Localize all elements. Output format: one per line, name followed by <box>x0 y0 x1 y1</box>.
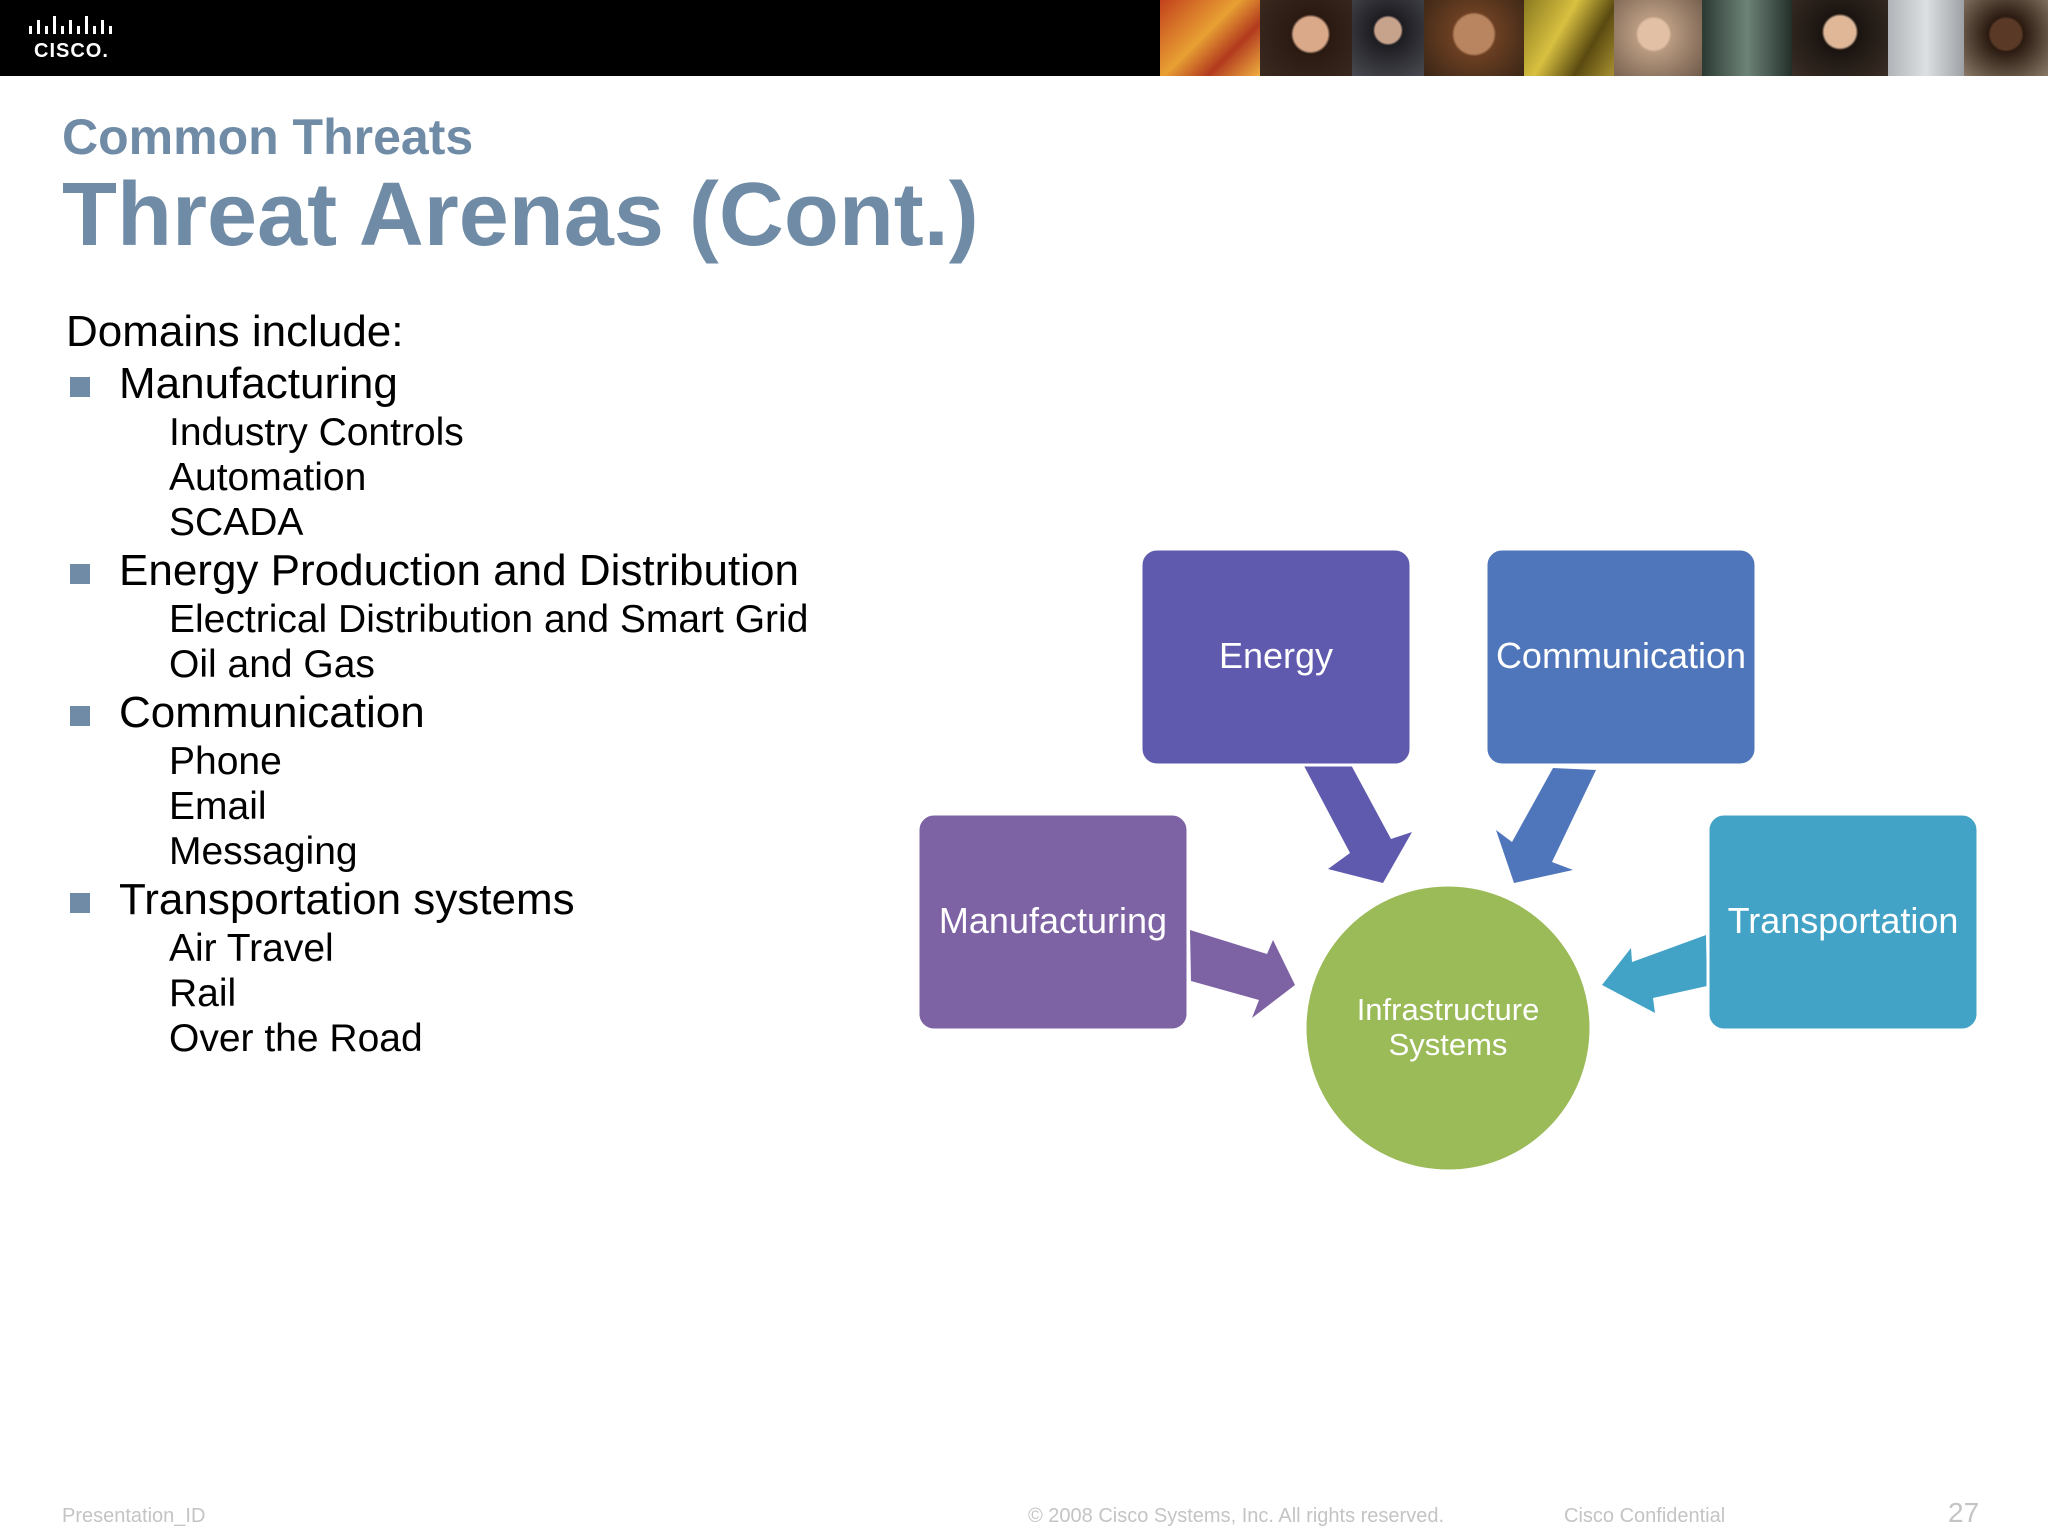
header-photo <box>1160 0 1260 76</box>
square-bullet-icon <box>70 893 90 913</box>
center-node-label-line2: Systems <box>1389 1027 1508 1062</box>
square-bullet-icon <box>70 564 90 584</box>
header-photo <box>1964 0 2048 76</box>
center-node-infrastructure <box>1303 883 1593 1173</box>
arrow-manufacturing-to-center <box>1190 930 1295 1018</box>
domain-item: Transportation systems Air Travel Rail O… <box>66 874 886 1061</box>
sub-item: Messaging <box>169 830 358 873</box>
sub-item: Email <box>169 785 267 828</box>
cisco-logo-icon <box>29 16 112 34</box>
arrow-communication-to-center <box>1496 768 1596 883</box>
sub-item: Over the Road <box>169 1017 423 1060</box>
domain-label: Manufacturing <box>66 358 886 410</box>
node-manufacturing-label: Manufacturing <box>939 900 1167 941</box>
node-manufacturing <box>916 812 1190 1032</box>
domain-item: Manufacturing Industry Controls Automati… <box>66 358 886 545</box>
sub-item: Electrical Distribution and Smart Grid <box>169 598 809 641</box>
footer-copyright: © 2008 Cisco Systems, Inc. All rights re… <box>1028 1505 1445 1527</box>
domain-list: Domains include: Manufacturing Industry … <box>66 306 886 1061</box>
sub-item: Industry Controls <box>169 411 464 454</box>
header-photo <box>1614 0 1702 76</box>
header-photo <box>1888 0 1964 76</box>
domain-item: Energy Production and Distribution Elect… <box>66 545 886 687</box>
header-photo <box>1424 0 1524 76</box>
node-transportation <box>1706 812 1980 1032</box>
header-photo <box>1352 0 1424 76</box>
domain-label-text: Communication <box>119 688 425 737</box>
cisco-logo-text: CISCO. <box>34 40 109 62</box>
domain-item: Communication Phone Email Messaging <box>66 687 886 874</box>
sub-item: Oil and Gas <box>169 643 375 686</box>
sub-item: Air Travel <box>169 927 334 970</box>
domain-label: Energy Production and Distribution <box>66 545 886 597</box>
node-communication-label: Communication <box>1496 635 1746 676</box>
domain-label: Communication <box>66 687 886 739</box>
domain-label-text: Manufacturing <box>119 359 398 408</box>
footer-confidential: Cisco Confidential <box>1564 1505 1726 1527</box>
slide-title: Threat Arenas (Cont.) <box>62 165 979 265</box>
domain-label: Transportation systems <box>66 874 886 926</box>
footer-presentation-id: Presentation_ID <box>62 1505 206 1527</box>
square-bullet-icon <box>70 377 90 397</box>
center-node-label-line1: Infrastructure <box>1357 992 1540 1027</box>
sub-item: Rail <box>169 972 237 1015</box>
domain-list-intro: Domains include: <box>66 307 404 356</box>
header-photo-strip <box>1160 0 2048 76</box>
node-energy <box>1139 547 1413 767</box>
node-communication <box>1484 547 1758 767</box>
sub-item: SCADA <box>169 501 304 544</box>
sub-item: Automation <box>169 456 367 499</box>
arrow-transportation-to-center <box>1602 935 1707 1013</box>
node-transportation-label: Transportation <box>1728 900 1959 941</box>
domain-label-text: Energy Production and Distribution <box>119 546 799 595</box>
node-energy-label: Energy <box>1219 635 1333 676</box>
header-bar: CISCO. <box>0 0 2048 76</box>
page-number: 27 <box>1948 1497 1980 1528</box>
header-photo <box>1792 0 1888 76</box>
header-photo <box>1260 0 1352 76</box>
arrow-energy-to-center <box>1303 750 1412 883</box>
square-bullet-icon <box>70 706 90 726</box>
section-title: Common Threats <box>62 109 474 165</box>
domain-label-text: Transportation systems <box>119 875 575 924</box>
sub-item: Phone <box>169 740 282 783</box>
header-photo <box>1702 0 1792 76</box>
header-photo <box>1524 0 1614 76</box>
